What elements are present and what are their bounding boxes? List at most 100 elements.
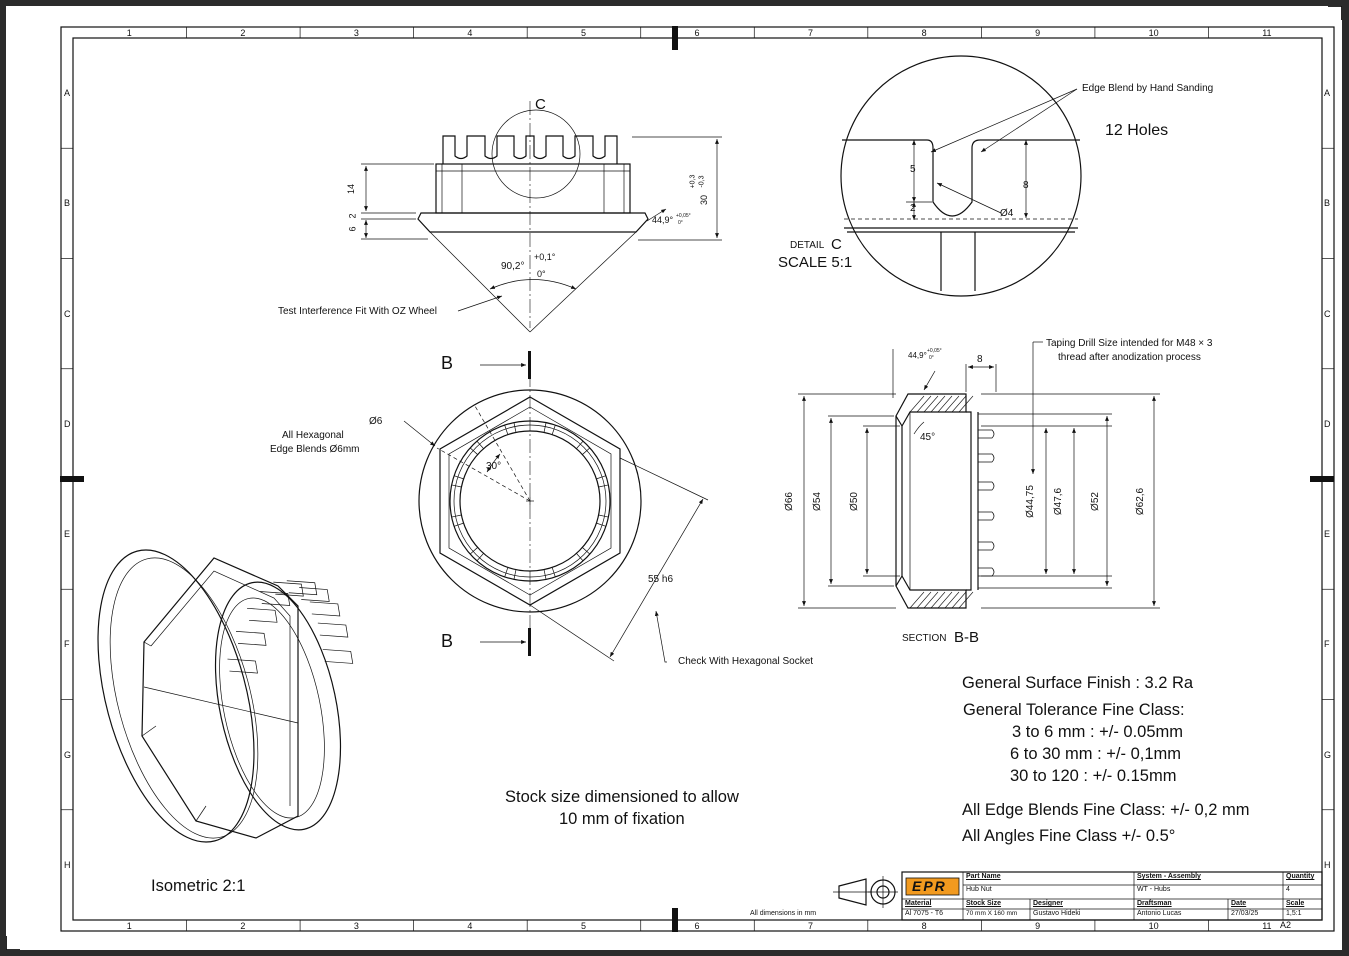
- section-width-8: 8: [977, 354, 983, 365]
- tb-quantity-label: Quantity: [1286, 873, 1315, 880]
- title-block: [833, 871, 1323, 921]
- cone-tol-minus: 0°: [537, 269, 546, 279]
- iso-label: Isometric 2:1: [151, 877, 246, 895]
- frame-col-top-4: 4: [467, 28, 473, 38]
- detail-dim-dia4: Ø4: [1000, 208, 1014, 219]
- dim-d54: Ø54: [811, 492, 823, 511]
- frame-col-bottom-6: 6: [694, 921, 700, 931]
- tap-note-1: Taping Drill Size intended for M48 × 3: [1046, 338, 1213, 349]
- frame-col-bottom-5: 5: [580, 921, 586, 931]
- front-chamfer-angle: 44,9°: [652, 215, 674, 225]
- dim-30-tol-minus: -0,3: [698, 175, 706, 188]
- frame-row-left-C: C: [64, 308, 71, 319]
- tb-part-name: Hub Nut: [966, 886, 992, 893]
- section-b-b-view: [798, 341, 1160, 609]
- cone-angle: 90,2°: [501, 261, 525, 272]
- socket-note: Check With Hexagonal Socket: [678, 656, 814, 667]
- frame-col-top-9: 9: [1035, 28, 1041, 38]
- frame-col-top-7: 7: [808, 28, 814, 38]
- note-surface: General Surface Finish : 3.2 Ra: [962, 674, 1194, 692]
- dim-d47-6: Ø47,6: [1053, 487, 1065, 516]
- frame-col-bottom-1: 1: [126, 921, 132, 931]
- sheet-frame: [6, 6, 1342, 950]
- frame-col-top-5: 5: [580, 28, 586, 38]
- frame-col-top-6: 6: [694, 28, 700, 38]
- frame-row-left-B: B: [64, 198, 71, 209]
- frame-col-bottom-9: 9: [1035, 921, 1041, 931]
- tb-logo: EPR: [912, 878, 947, 894]
- section-chamfer-angle: 44,9°: [908, 351, 927, 360]
- dim-d66: Ø66: [783, 492, 795, 511]
- note-tolerance-3: 30 to 120 : +/- 0.15mm: [1010, 767, 1177, 785]
- edge-blend-note: Edge Blend by Hand Sanding: [1082, 83, 1214, 94]
- tb-quantity: 4: [1286, 886, 1290, 893]
- note-angles: All Angles Fine Class +/- 0.5°: [962, 827, 1176, 845]
- dim-d50: Ø50: [848, 492, 860, 511]
- tb-stock-label: Stock Size: [966, 900, 1002, 907]
- frame-row-left-F: F: [64, 639, 70, 650]
- frame-row-right-H: H: [1324, 859, 1331, 870]
- section-letter-bottom: B: [441, 631, 454, 651]
- section-chamfer-tol-minus: 0°: [929, 355, 934, 361]
- front-chamfer-tol-minus: 0°: [678, 220, 683, 226]
- tb-material-label: Material: [905, 900, 932, 907]
- note-tolerance-2: 6 to 30 mm : +/- 0,1mm: [1010, 745, 1182, 763]
- dim-30: 30: [699, 194, 710, 206]
- hex-blend-note-2: Edge Blends Ø6mm: [270, 444, 360, 455]
- frame-col-bottom-8: 8: [921, 921, 927, 931]
- tb-scale-label: Scale: [1286, 900, 1305, 907]
- dim-14: 14: [346, 183, 357, 195]
- tb-part-name-label: Part Name: [966, 873, 1001, 880]
- dim-2: 2: [347, 213, 358, 219]
- tb-system: WT - Hubs: [1137, 886, 1171, 893]
- frame-col-bottom-7: 7: [808, 921, 814, 931]
- frame-col-top-1: 1: [126, 28, 132, 38]
- frame-row-right-G: G: [1324, 749, 1332, 760]
- detail-title-letter: C: [831, 236, 842, 253]
- detail-c-callout: C: [535, 96, 546, 113]
- frame-col-bottom-3: 3: [353, 921, 359, 931]
- section-angle-45: 45°: [920, 432, 936, 443]
- frame-col-top-3: 3: [353, 28, 359, 38]
- dim-6: 6: [347, 226, 358, 232]
- frame-row-right-B: B: [1324, 198, 1331, 209]
- frame-col-bottom-10: 10: [1148, 921, 1159, 931]
- dim-d62-6: Ø62,6: [1135, 487, 1147, 516]
- detail-dim-2: 2: [910, 203, 916, 214]
- detail-title-prefix: DETAIL: [790, 240, 825, 251]
- tb-system-label: System - Assembly: [1137, 873, 1201, 880]
- note-tolerance-title: General Tolerance Fine Class:: [963, 701, 1185, 719]
- frame-row-left-D: D: [64, 418, 71, 429]
- frame-col-top-2: 2: [240, 28, 246, 38]
- frame-col-top-11: 11: [1262, 28, 1272, 38]
- front-chamfer-tol-plus: +0,05°: [676, 213, 691, 219]
- tb-date-label: Date: [1231, 900, 1247, 907]
- frame-col-top-8: 8: [921, 28, 927, 38]
- frame-row-left-E: E: [64, 529, 71, 540]
- dim-30-tol-plus: +0,3: [689, 174, 697, 189]
- frame-col-bottom-11: 11: [1262, 921, 1272, 931]
- top-view: [403, 351, 709, 663]
- dim-d44-75: Ø44,75: [1024, 485, 1036, 518]
- angle-30: 30°: [486, 461, 502, 472]
- hex-blend-dim: Ø6: [369, 416, 383, 427]
- tb-scale: 1,5:1: [1286, 910, 1302, 917]
- frame-row-left-G: G: [64, 749, 72, 760]
- note-stock-1: Stock size dimensioned to allow: [505, 788, 739, 806]
- frame-row-right-F: F: [1324, 639, 1330, 650]
- tb-stock: 70 mm X 160 mm: [966, 910, 1018, 917]
- tb-date: 27/03/25: [1231, 910, 1259, 917]
- frame-row-left-H: H: [64, 859, 71, 870]
- tb-designer-label: Designer: [1033, 900, 1063, 907]
- holes-note: 12 Holes: [1105, 122, 1169, 139]
- front-view: [361, 101, 722, 333]
- section-title-letter: B-B: [954, 629, 980, 646]
- tb-material: Al 7075 - T6: [905, 910, 944, 917]
- section-letter-top: B: [441, 353, 454, 373]
- frame-row-right-A: A: [1324, 88, 1331, 99]
- frame-row-left-A: A: [64, 88, 71, 99]
- detail-dim-5: 5: [910, 164, 916, 175]
- tb-draftsman: Antonio Lucas: [1137, 910, 1182, 917]
- note-units: All dimensions in mm: [750, 910, 817, 917]
